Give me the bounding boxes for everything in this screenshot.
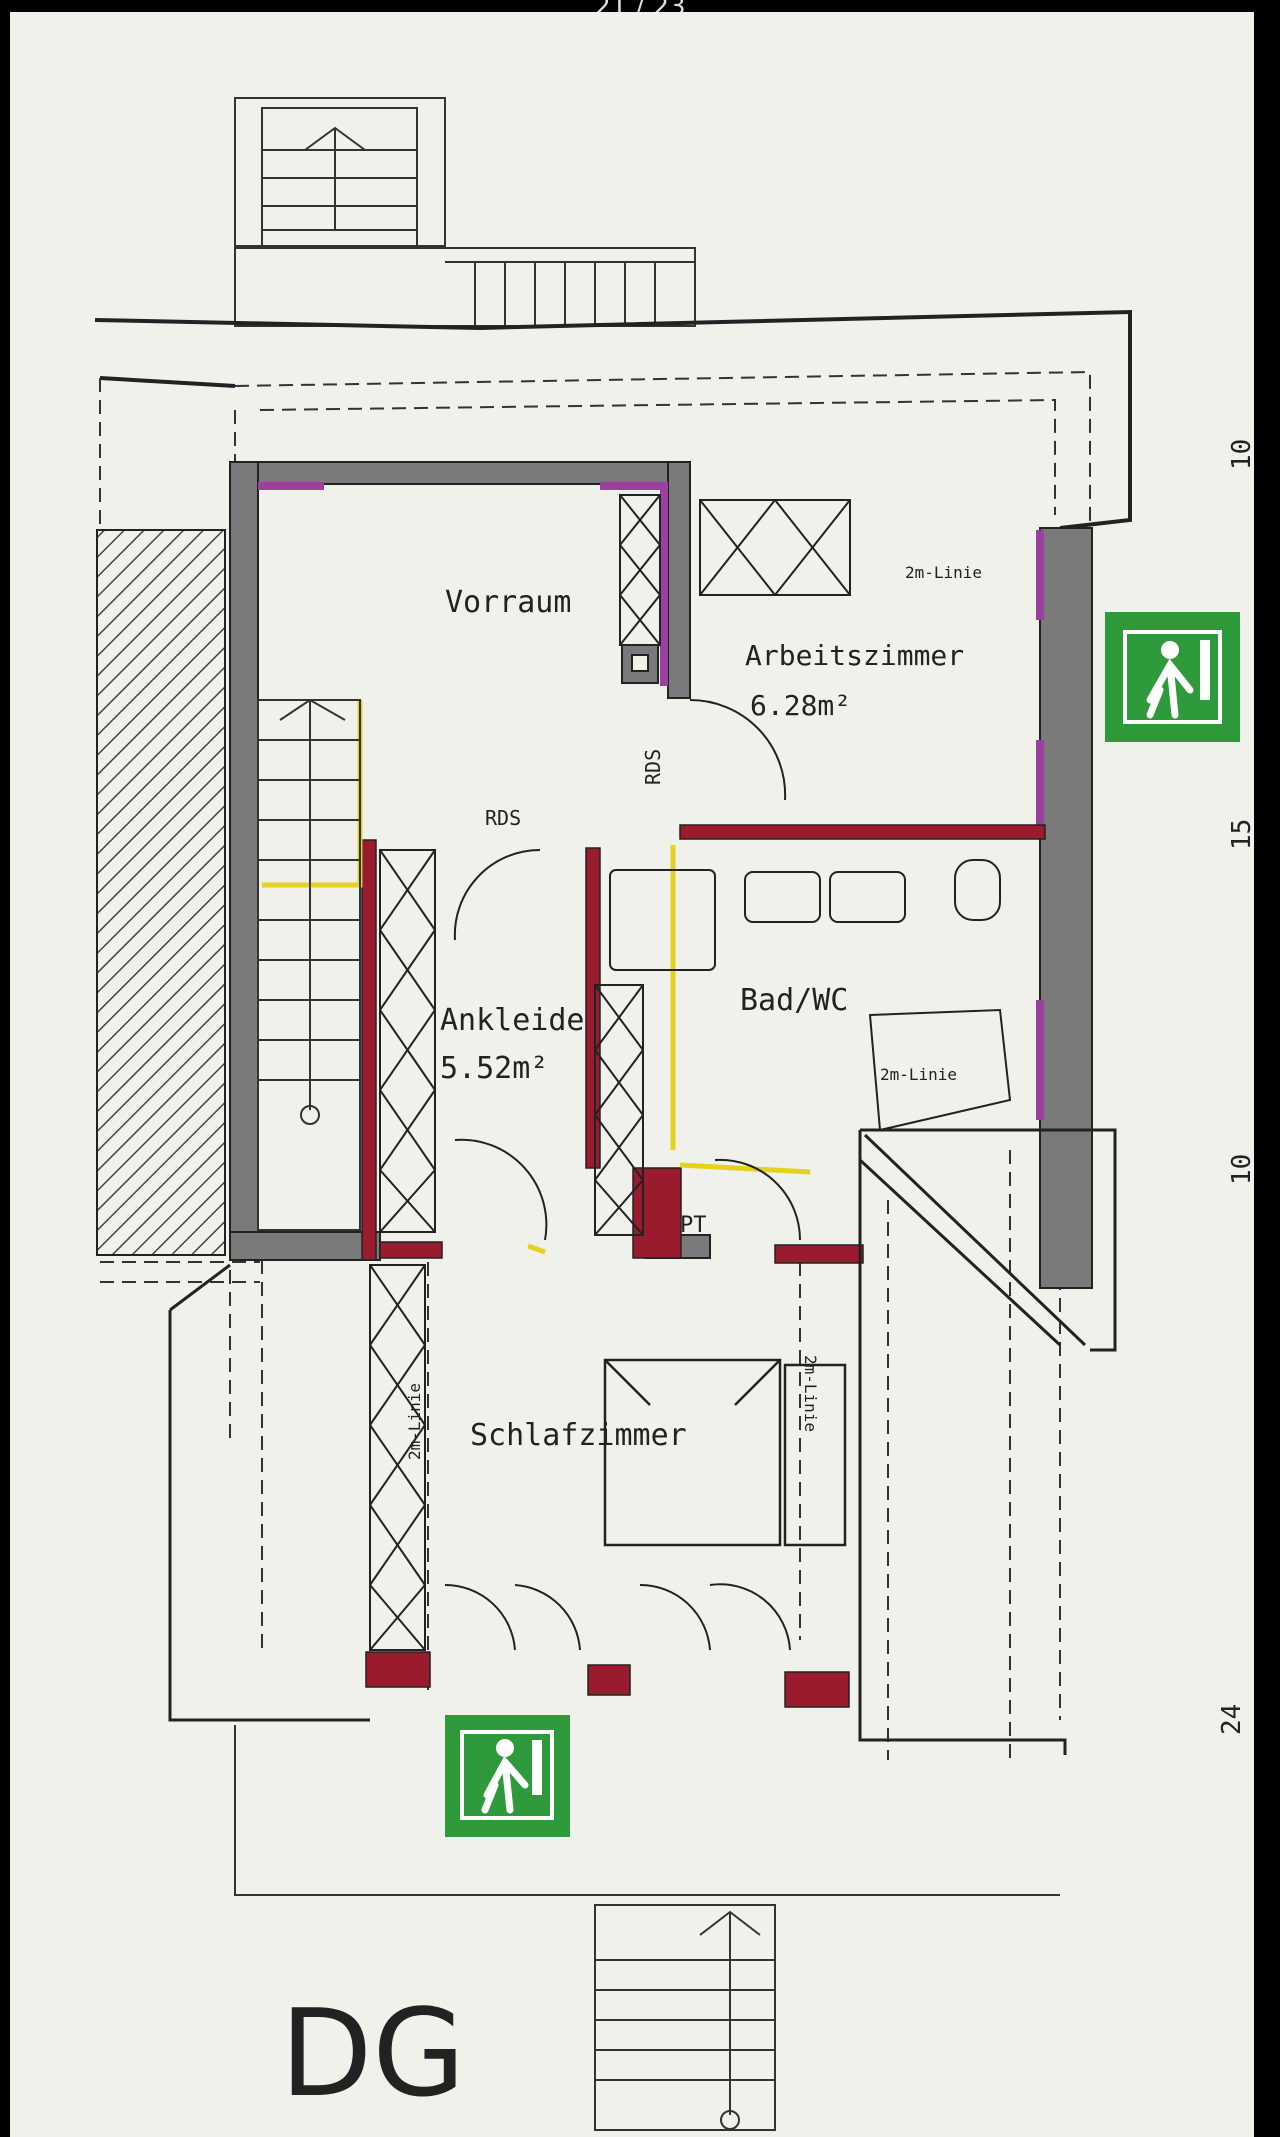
interior-stair [257, 698, 361, 1231]
wardrobes [369, 494, 851, 1651]
dimension-label: 24 [1217, 1704, 1247, 1735]
floor-label: DG [280, 1985, 465, 2124]
dashed-eaves [99, 370, 1091, 1760]
door-swings [444, 698, 802, 1651]
lower-right-roof [168, 1128, 1117, 1755]
dimension-label: 10 [1227, 1154, 1257, 1185]
purple-accents [258, 482, 1044, 1120]
room-name-arbeitszimmer: Arbeitszimmer [745, 639, 964, 672]
annotation-line-4: 2m-Linie [405, 1383, 424, 1460]
yellow-lines [262, 700, 811, 1255]
annotation-line-3: 2m-Linie [801, 1355, 820, 1432]
hatched-wall-zone [96, 529, 226, 1256]
annotation-line-1: 2m-Linie [905, 563, 982, 582]
room-name-ankleide: Ankleide [440, 1003, 585, 1038]
top-stair [234, 97, 696, 327]
room-area-ankleide: 5.52m² [440, 1051, 548, 1086]
roof-outline [94, 309, 1132, 530]
room-name-vorraum: Vorraum [445, 585, 571, 620]
room-area-arbeitszimmer: 6.28m² [750, 689, 851, 722]
red-partitions [361, 824, 1046, 1708]
emergency-exit-sign-icon [445, 1715, 570, 1837]
annotation-rds-2: RDS [641, 749, 665, 785]
bed [603, 1358, 847, 1547]
bath-fixtures [609, 859, 1012, 1132]
annotation-rds-1: RDS [485, 806, 521, 830]
annotation-pt: PT [680, 1213, 707, 1238]
annotation-line-2: 2m-Linie [880, 1065, 957, 1084]
room-name-schlafzimmer: Schlafzimmer [470, 1418, 687, 1453]
dimension-label: 10 [1227, 439, 1257, 470]
room-name-bad-wc: Bad/WC [740, 983, 848, 1018]
emergency-exit-sign-icon [1105, 612, 1240, 742]
dimension-label: 15 [1227, 819, 1257, 850]
bottom-stair [234, 1725, 1060, 2131]
